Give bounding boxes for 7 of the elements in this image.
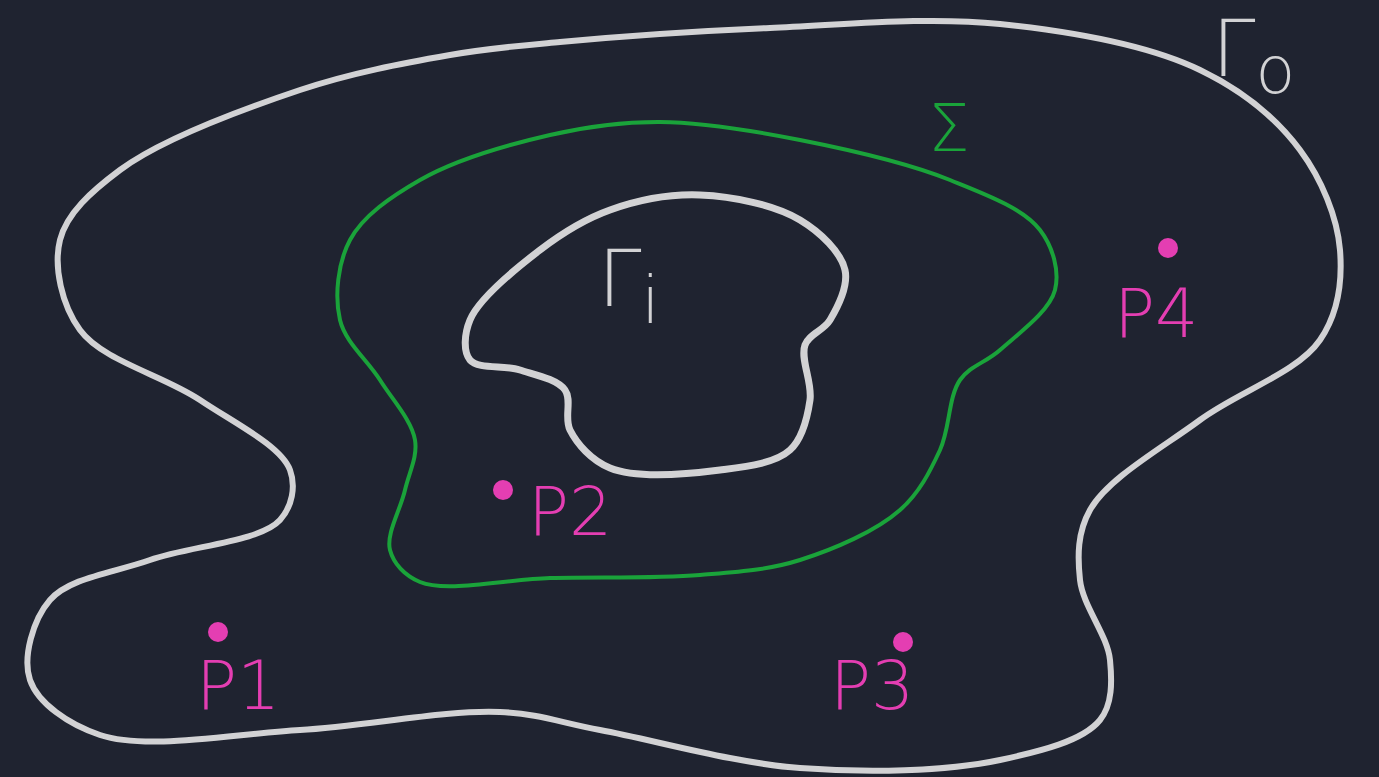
curve-label: Γ$_{i}$	[598, 240, 660, 333]
point-label: P1	[196, 652, 281, 720]
curve-label: Γ$_{o}$	[1212, 10, 1296, 103]
point-label: P4	[1114, 280, 1199, 348]
curve-label: Σ	[928, 96, 970, 162]
point-label: P2	[528, 478, 613, 546]
point-label: P3	[830, 652, 915, 720]
